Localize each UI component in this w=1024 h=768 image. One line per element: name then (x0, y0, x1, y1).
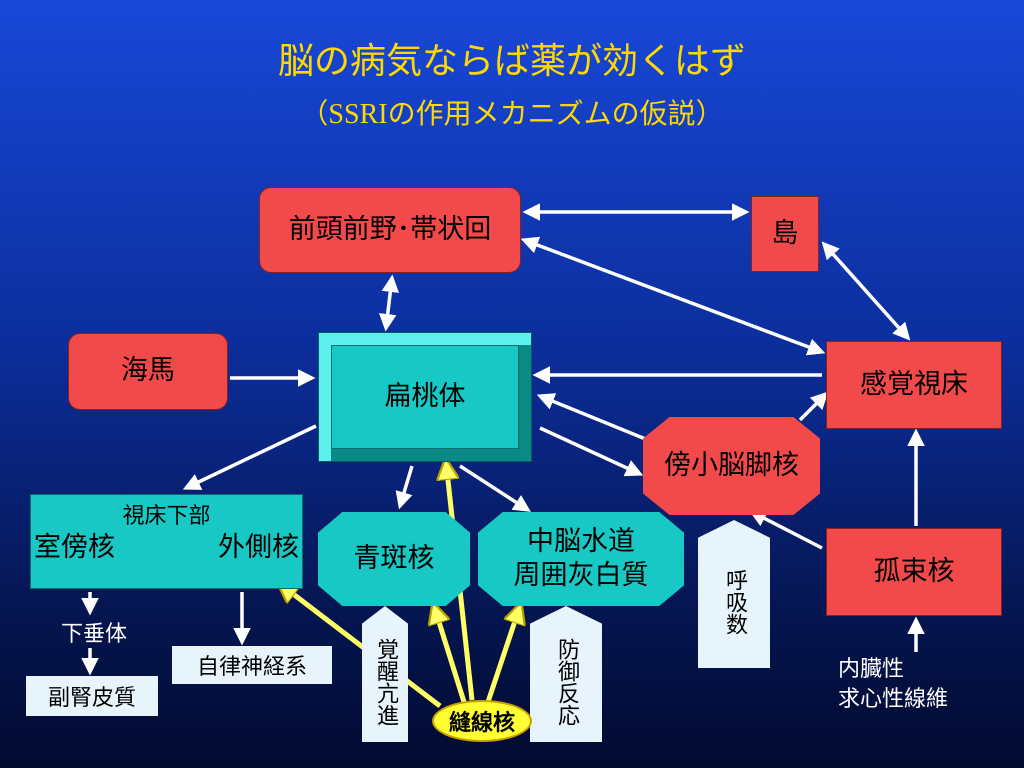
adrenal-cortex-box: 副腎皮質 (26, 676, 158, 716)
paraventricular-nucleus: 室傍核 (34, 532, 115, 563)
visceral-afferent-label: 内臓性 求心性線維 (838, 655, 998, 715)
hypothalamus-nuclei: 室傍核 外側核 (34, 531, 299, 565)
pag-line-2: 周囲灰白質 (513, 560, 649, 591)
amygdala-label: 扁桃体 (331, 345, 519, 449)
title-line-1: 脳の病気ならば薬が効くはず (277, 41, 746, 82)
hypothalamus-title: 視床下部 (122, 504, 211, 529)
amygdala-node: 扁桃体 (318, 332, 532, 462)
pituitary-label: 下垂体 (60, 622, 127, 647)
title-ssri: SSRI (328, 99, 388, 130)
arrow-amygdala-hypothalamus (182, 424, 317, 490)
title-paren-open: （ (300, 97, 329, 130)
pag-line-1: 中脳水道 (527, 526, 635, 558)
defense-response-box: 防御反応 (530, 606, 602, 742)
frontal-cingulate-node: 前頭前野･帯状回 (259, 187, 521, 273)
serotonin-raphe-pag (485, 606, 520, 703)
locus-coeruleus-node: 青斑核 (318, 512, 470, 606)
title-line-2: （SSRIの作用メカニズムの仮説） (0, 96, 1024, 133)
respiration-rate-box: 呼吸数 (698, 520, 770, 668)
sensory-thalamus-node: 感覚視床 (826, 341, 1002, 429)
hypothalamus-node: 視床下部 室傍核 外側核 (30, 494, 303, 589)
arrow-parabrachial-amygdala (536, 393, 649, 442)
arrow-frontal-amygdala (378, 274, 400, 332)
solitary-nucleus-node: 孤束核 (826, 528, 1002, 616)
arrow-amygdala-coeruleus (395, 465, 414, 510)
title-line-2-rest: の作用メカニズムの仮説） (387, 97, 724, 130)
hyperarousal-box: 覚醒亢進 (362, 606, 408, 742)
lateral-nucleus: 外側核 (218, 532, 299, 563)
arrow-amygdala-pag (459, 464, 531, 512)
parabrachial-node: 傍小脳脚核 (643, 417, 820, 515)
arrow-insula-sensory (821, 241, 911, 341)
raphe-nucleus-node: 縫線核 (432, 700, 532, 742)
autonomic-nervous-box: 自律神経系 (172, 646, 332, 684)
serotonin-raphe-coeruleus (434, 606, 467, 703)
visceral-line-1: 内臓性 (838, 657, 905, 682)
visceral-line-2: 求心性線維 (838, 687, 949, 712)
arrow-parabrachial-sensory (798, 391, 829, 422)
hippocampus-node: 海馬 (68, 333, 228, 410)
arrow-amygdala-parabrachial (539, 426, 644, 477)
periaqueductal-gray-node: 中脳水道 周囲灰白質 (478, 512, 684, 606)
insula-node: 島 (751, 196, 819, 272)
